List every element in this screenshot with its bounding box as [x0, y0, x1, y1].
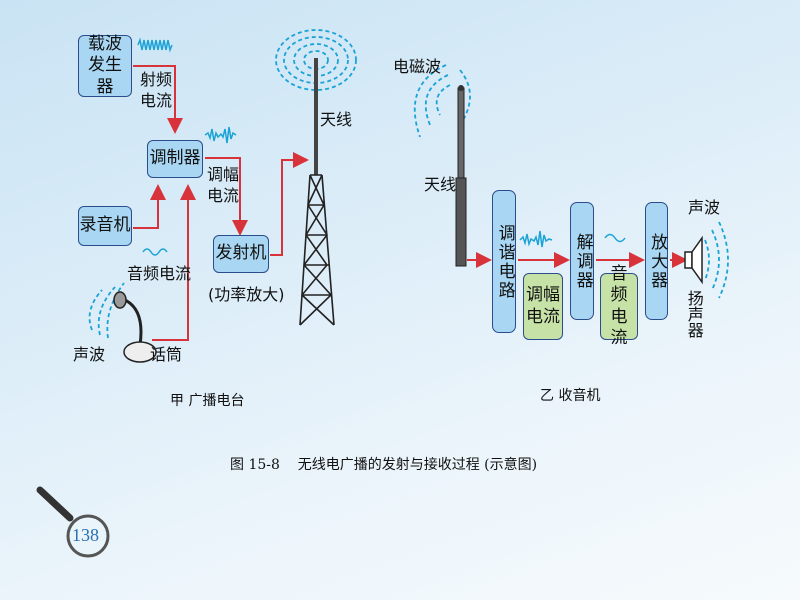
speaker-label: 扬声器	[684, 290, 704, 338]
tower-antenna-label: 天线	[320, 110, 353, 129]
arrow-recorder-to-modulator	[133, 184, 166, 229]
sound-wave-label: 声波	[73, 345, 106, 364]
audio-wave-rx-icon	[604, 233, 626, 243]
carrier-wave-icon	[137, 37, 173, 53]
page-number: 138	[72, 525, 99, 545]
receiver-caption: 乙 收音机	[540, 388, 601, 404]
am-current-label: 调幅电流	[207, 165, 240, 205]
figure-caption: 图 15-8 无线电广播的发射与接收过程 (示意图)	[230, 457, 538, 473]
demodulator-box: 解调器	[570, 202, 594, 320]
microphone-label: 话筒	[150, 345, 183, 364]
microphone-icon	[113, 291, 157, 363]
arrow-mic-to-modulator	[152, 184, 196, 341]
tower-icon	[299, 58, 335, 326]
modulator-box: 调制器	[147, 140, 203, 178]
power-amp-label: (功率放大)	[208, 285, 285, 304]
recorder-box: 录音机	[78, 206, 132, 246]
speaker-sound-wave-label: 声波	[688, 198, 721, 217]
transmitter-box: 发射机	[213, 235, 269, 273]
station-caption: 甲 广播电台	[170, 393, 245, 409]
arrow-carrier-to-modulator	[133, 65, 183, 134]
audio-current-box: 音频电流	[600, 264, 638, 348]
arrow-transmitter-to-antenna	[270, 152, 309, 256]
audio-current-label: 音频电流	[127, 264, 192, 283]
amplifier-box: 放大器	[645, 202, 668, 320]
arrow-modulator-to-transmitter	[205, 157, 248, 236]
carrier-generator-box: 载波发生器	[78, 34, 132, 97]
receiver-antenna-icon	[455, 85, 467, 267]
rf-current-label: 射频电流	[140, 70, 173, 110]
magnifier-icon	[36, 486, 110, 558]
carrier-generator-label: 载波发生器	[88, 34, 122, 97]
am-wave-icon	[204, 126, 237, 144]
am-current-box: 调幅电流	[523, 273, 563, 340]
audio-wave-icon	[142, 248, 168, 256]
receiver-antenna-label: 天线	[424, 175, 457, 194]
speaker-icon	[684, 235, 703, 285]
tuning-circuit-box: 调谐电路	[492, 190, 516, 333]
em-wave-label: 电磁波	[393, 57, 442, 76]
am-wave-rx-icon	[519, 230, 553, 248]
